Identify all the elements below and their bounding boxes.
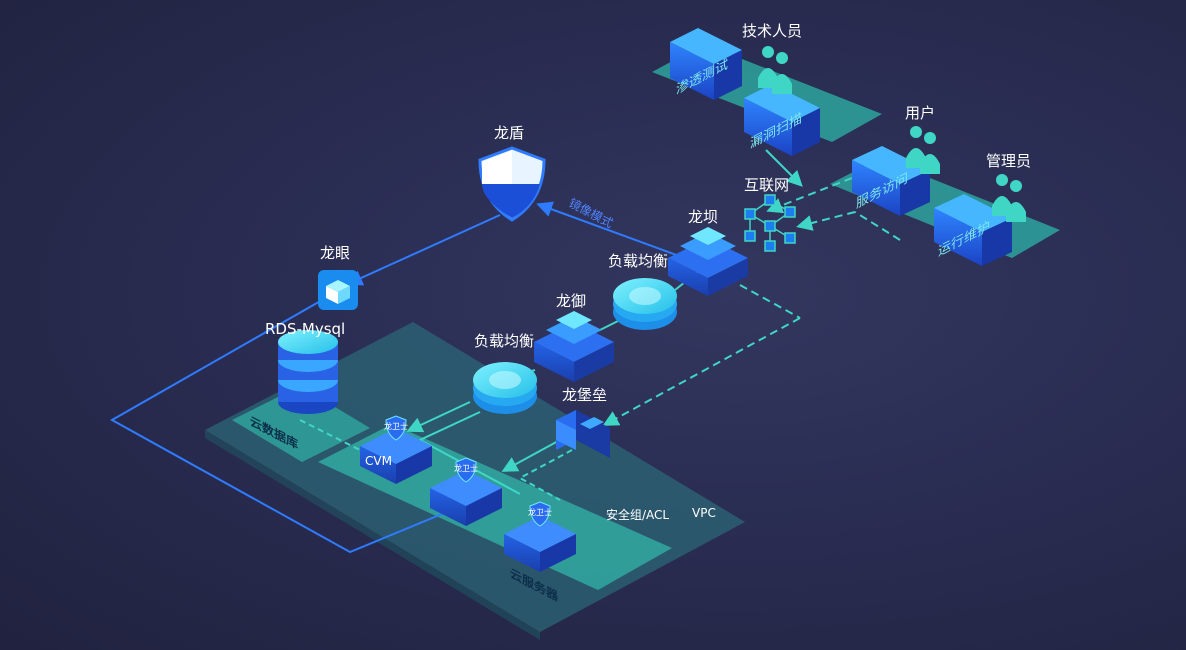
lb-top-icon: [613, 278, 677, 330]
pentest-box: [670, 28, 742, 100]
longdun-label: 龙盾: [494, 124, 525, 142]
longyu-icon: [534, 311, 614, 382]
longyan-cube-icon: [318, 270, 358, 310]
badge-label-2: 龙卫士: [454, 464, 478, 473]
longbaolei-icon: [556, 410, 610, 458]
user-icon: [906, 126, 940, 174]
lb-mid-label: 负载均衡: [474, 332, 535, 350]
longdun-shield-icon: [478, 146, 546, 222]
cvm-server-1: [360, 415, 432, 484]
cvm-label: CVM: [365, 454, 392, 468]
longba-label: 龙坝: [688, 208, 719, 226]
cloud-db-plate: [232, 386, 370, 462]
secgroup-label: 安全组/ACL: [606, 508, 670, 522]
vulnscan-box: [744, 84, 820, 156]
badge-label-1: 龙卫士: [384, 422, 408, 431]
ops-box: [934, 194, 1012, 266]
tech-staff-label: 技术人员: [742, 22, 803, 40]
admin-icon: [992, 174, 1026, 222]
badge-label-3: 龙卫士: [528, 508, 552, 517]
tech-staff-icon: [758, 46, 792, 94]
cvm-server-3: [504, 501, 576, 572]
cvm-server-2: [430, 457, 502, 526]
internet-network-icon: [744, 194, 796, 252]
lb-mid-icon: [473, 362, 537, 414]
longyu-label: 龙御: [556, 292, 587, 310]
longba-icon: [668, 227, 748, 296]
longbaolei-label: 龙堡垒: [562, 386, 608, 404]
service-box: [852, 146, 930, 216]
vpc-label: VPC: [692, 506, 716, 520]
longyan-label: 龙眼: [320, 244, 351, 262]
rds-label: RDS-Mysql: [265, 320, 346, 338]
internet-label: 互联网: [744, 176, 790, 194]
admin-label: 管理员: [986, 152, 1032, 170]
rds-database-icon: [278, 330, 338, 414]
lb-top-label: 负载均衡: [608, 252, 669, 270]
user-label: 用户: [905, 104, 936, 122]
